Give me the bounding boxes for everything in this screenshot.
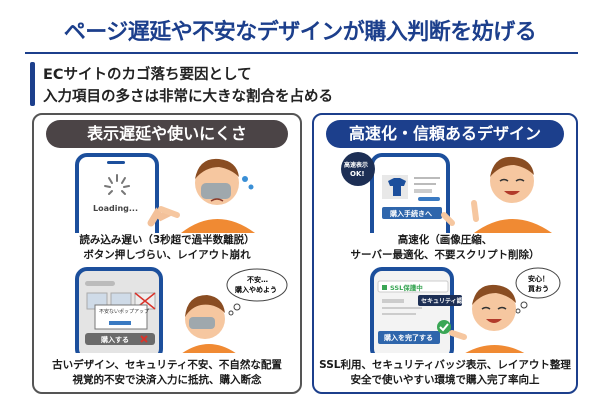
title-underline <box>25 52 578 54</box>
badge-line-2: OK! <box>350 170 365 178</box>
right-caption-1-line-2: サーバー最適化、不要スクリプト削除） <box>350 249 540 261</box>
tshirt-icon <box>388 178 406 196</box>
thought-bubble <box>515 267 561 299</box>
left-caption-1-line-1: 読み込み遅い（3秒超で過半数離脱） <box>79 234 255 246</box>
ssl-bar <box>377 280 449 293</box>
thought-line-1: 不安… <box>247 275 268 284</box>
slow-unusable-panel: 表示遅延や使いにくさ Loading... 読み込み遅い（3秒超で過半数離脱） … <box>32 113 302 394</box>
left-caption-2-line-1: 古いデザイン、セキュリティ不安、不自然な配置 <box>52 359 282 371</box>
buy-button[interactable] <box>85 333 155 345</box>
thought-line-1: 安心！ <box>528 274 549 283</box>
right-caption-1-line-1: 高速化（画像圧縮、 <box>397 234 493 246</box>
fast-display-badge <box>341 152 375 186</box>
loading-text: Loading... <box>93 204 138 213</box>
right-panel-header: 高速化・信頼あるデザイン <box>326 120 564 148</box>
subtitle-line-2: 入力項目の多さは非常に大きな割合を占める <box>43 89 333 105</box>
page-title: ページ遅延や不安なデザインが購入判断を妨げる <box>63 20 537 45</box>
lock-icon <box>382 285 387 290</box>
ssl-label: SSL保護中 <box>390 283 423 292</box>
right-caption-2-line-2: 安全で使いやすい環境で購入完了率向上 <box>350 374 540 386</box>
left-panel-header: 表示遅延や使いにくさ <box>46 120 288 148</box>
left-caption-1: 読み込み遅い（3秒超で過半数離脱） ボタン押しづらい、レイアウト崩れ <box>34 233 300 263</box>
insecure-phone-illustration: 不安ないポップアップ 購入する 不安… 購入やめよう <box>75 267 288 353</box>
left-caption-2-line-2: 視覚的不安で決済入力に抵抗、購入断念 <box>72 374 262 386</box>
left-caption-1-line-2: ボタン押しづらい、レイアウト崩れ <box>83 249 251 261</box>
security-tag-label: セキュリティ認証 <box>421 297 469 305</box>
security-certification-tag <box>418 295 462 306</box>
fast-phone-illustration: 高速表示 OK! 購入手続きへ <box>341 152 552 233</box>
checkout-button[interactable] <box>382 207 442 219</box>
right-caption-2: SSL利用、セキュリティバッジ表示、レイアウト整理 安全で使いやすい環境で購入完… <box>314 358 576 388</box>
checkout-button-label: 購入手続きへ <box>389 209 432 218</box>
error-x-icon <box>140 335 148 343</box>
left-caption-2: 古いデザイン、セキュリティ不安、不自然な配置 視覚的不安で決済入力に抵抗、購入断… <box>34 358 300 388</box>
thought-bubble <box>226 268 288 302</box>
loading-spinner-icon <box>104 174 130 195</box>
secure-phone-illustration: SSL保護中 セキュリティ認証 購入を完了する 安心！ 買おう <box>370 267 561 353</box>
fast-trusted-panel: 高速化・信頼あるデザイン 高速表示 OK! 購入手続きへ 高速化（画像圧縮、 サ… <box>312 113 578 394</box>
popup-text: 不安ないポップアップ <box>99 308 149 315</box>
complete-button-label: 購入を完了する <box>383 333 433 342</box>
badge-line-1: 高速表示 <box>344 161 368 169</box>
complete-purchase-button[interactable] <box>378 331 440 344</box>
subtitle-accent-bar <box>30 62 35 106</box>
checkmark-icon <box>437 320 451 334</box>
right-caption-1: 高速化（画像圧縮、 サーバー最適化、不要スクリプト削除） <box>314 233 576 263</box>
right-caption-2-line-1: SSL利用、セキュリティバッジ表示、レイアウト整理 <box>319 359 571 371</box>
thought-line-2: 買おう <box>527 284 549 293</box>
buy-button-label: 購入する <box>100 335 129 344</box>
subtitle-line-1: ECサイトのカゴ落ち要因として <box>43 67 252 83</box>
thought-line-2: 購入やめよう <box>234 285 277 294</box>
loading-phone-illustration: Loading... <box>75 153 255 233</box>
